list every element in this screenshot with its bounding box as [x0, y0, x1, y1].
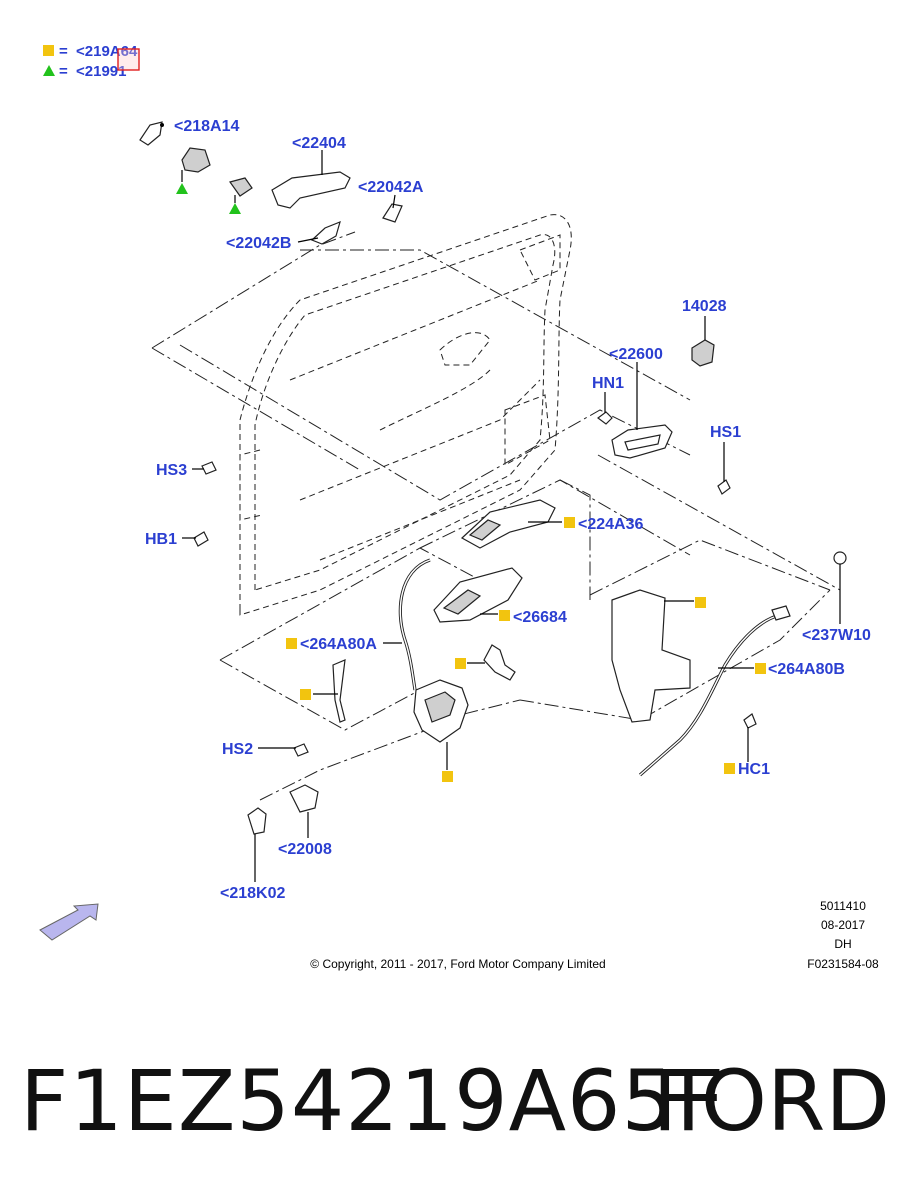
triangle-marker-2 [229, 203, 241, 214]
legend-equals-1: = [59, 43, 68, 60]
callout-HC1: HC1 [738, 761, 770, 778]
bolt-hb1 [182, 531, 209, 547]
callout-HB1: HB1 [145, 531, 177, 548]
callout-22600: <22600 [609, 346, 663, 363]
meta-line-2: 08-2017 [821, 918, 865, 932]
callout-218A14: <218A14 [174, 118, 239, 135]
callout-26684: <26684 [513, 609, 567, 626]
exploded-parts-diagram: = <219A64 = <21991 [39, 43, 879, 971]
switch-part [691, 316, 715, 367]
callout-HS3: HS3 [156, 462, 187, 479]
callout-HS2: HS2 [222, 741, 253, 758]
check-arm-part [289, 784, 319, 838]
legend-square-label: <219A64 [76, 43, 138, 60]
lever-part [467, 644, 516, 681]
legend-square-marker [43, 45, 54, 56]
nut-hn1 [597, 392, 613, 425]
square-marker-264A80B [755, 663, 766, 674]
callout-22008: <22008 [278, 841, 332, 858]
cylinder-housing-part [181, 147, 211, 182]
clip-hc1 [743, 713, 757, 762]
latch-cable-b [638, 605, 791, 777]
latch-shield-part [611, 589, 694, 723]
screw-hs3 [192, 461, 217, 475]
callout-264A80B: <264A80B [768, 661, 845, 678]
square-marker-26684 [499, 610, 510, 621]
door-latch-part [413, 679, 469, 770]
callout-22404: <22404 [292, 135, 346, 152]
exterior-handle-part [271, 150, 351, 209]
drawing-metadata: 5011410 08-2017 DH F0231584-08 [807, 899, 879, 971]
callout-labels: <218A14 <22404 <22042A <22042B 14028 <22… [145, 118, 871, 902]
callout-224A36: <224A36 [578, 516, 643, 533]
grommet-part [247, 807, 267, 882]
latch-bracket-part [460, 499, 562, 549]
square-marker-lever [455, 658, 466, 669]
latch-cover-part [433, 567, 523, 623]
copyright-notice: © Copyright, 2011 - 2017, Ford Motor Com… [310, 957, 605, 971]
lock-cylinder-part [229, 177, 253, 203]
meta-line-1: 5011410 [820, 899, 866, 913]
legend-equals-2: = [59, 63, 68, 80]
interior-handle-part [611, 362, 673, 459]
legend: = <219A64 = <21991 [43, 43, 140, 80]
highlight-box[interactable] [117, 48, 140, 71]
square-marker-224A36 [564, 517, 575, 528]
callout-218K02: <218K02 [220, 885, 285, 902]
callout-237W10: <237W10 [802, 627, 871, 644]
screw-hs2 [258, 743, 309, 757]
handle-gasket-b-part [297, 220, 341, 245]
callout-14028: 14028 [682, 298, 727, 315]
square-marker-HC1 [724, 763, 735, 774]
brand-name: FORD [652, 1052, 890, 1150]
rod-part [313, 659, 346, 723]
square-marker-shield [695, 597, 706, 608]
square-marker-latch [442, 771, 453, 782]
handle-gasket-a-part [382, 194, 403, 223]
meta-line-3: DH [834, 937, 851, 951]
assembly-lines [151, 231, 841, 801]
cylinder-cap-part [139, 121, 164, 146]
plug-237W10 [833, 551, 847, 624]
callout-22042B: <22042B [226, 235, 291, 252]
latch-cable-a [383, 558, 431, 691]
triangle-marker-1 [176, 183, 188, 194]
callout-22042A: <22042A [358, 179, 424, 196]
legend-triangle-label: <21991 [76, 63, 126, 80]
callout-HN1: HN1 [592, 375, 624, 392]
legend-triangle-marker [43, 65, 55, 76]
callout-264A80A: <264A80A [300, 636, 377, 653]
square-marker-rod [300, 689, 311, 700]
part-number: F1EZ54219A65F [20, 1052, 726, 1150]
meta-line-4: F0231584-08 [807, 957, 879, 971]
square-marker-264A80A [286, 638, 297, 649]
door-panel [239, 214, 572, 616]
callout-HS1: HS1 [710, 424, 741, 441]
front-direction-arrow [39, 903, 99, 941]
screw-hs1 [717, 442, 731, 495]
